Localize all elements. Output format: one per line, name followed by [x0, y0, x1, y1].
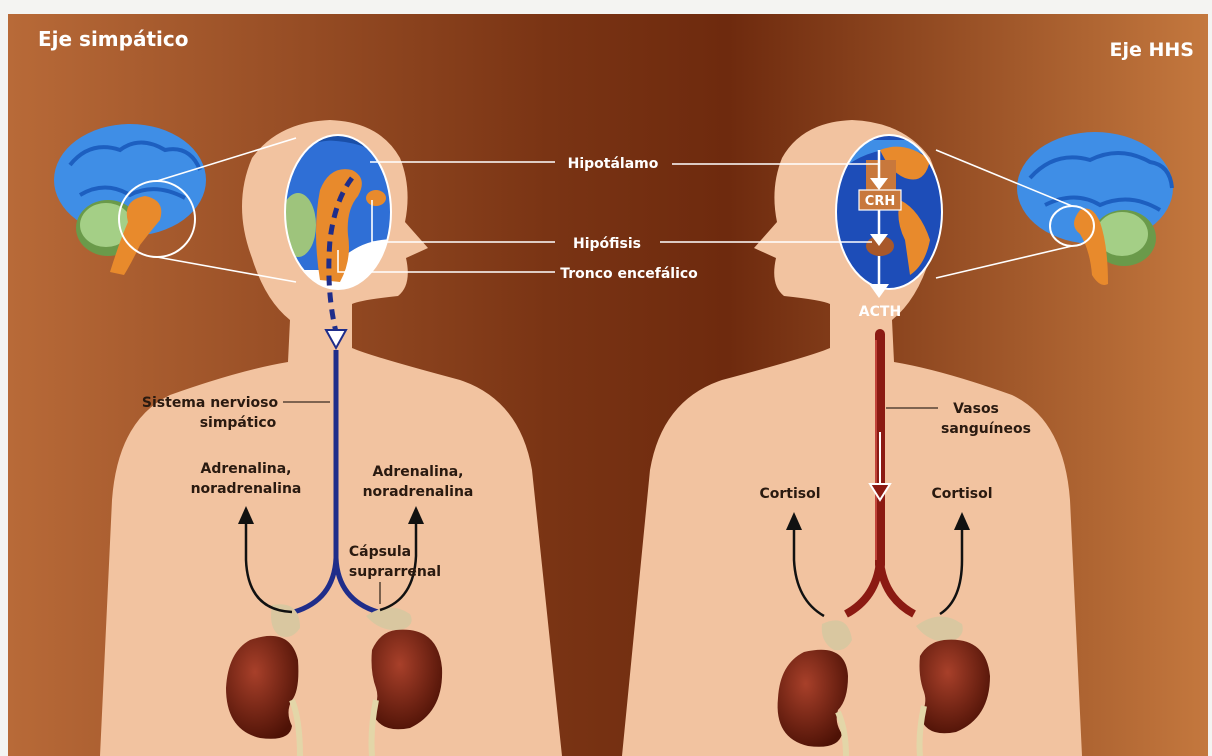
adrenalina-right-label-1: Adrenalina, [373, 464, 464, 480]
left-title: Eje simpático [38, 27, 188, 51]
adrenalina-right-label-2: noradrenalina [363, 484, 474, 500]
hipotalamo-label: Hipotálamo [568, 156, 659, 172]
vasos-label-2: sanguíneos [941, 421, 1031, 437]
adrenalina-left-label-1: Adrenalina, [201, 461, 292, 477]
capsula-label-2: suprarrenal [349, 564, 441, 580]
right-title: Eje HHS [1110, 39, 1194, 61]
crh-label: CRH [865, 194, 895, 209]
capsula-label-1: Cápsula [349, 544, 411, 560]
acth-label: ACTH [859, 304, 901, 320]
tronco-encefalico-label: Tronco encefálico [560, 266, 698, 282]
sistema-nervioso-label-1: Sistema nervioso [142, 395, 279, 411]
vasos-label-1: Vasos [953, 401, 999, 417]
hipofisis-label: Hipófisis [573, 236, 641, 252]
adrenalina-left-label-2: noradrenalina [191, 481, 302, 497]
cortisol-right-label: Cortisol [931, 486, 992, 502]
cortisol-left-label: Cortisol [759, 486, 820, 502]
sistema-nervioso-label-2: simpático [200, 415, 277, 431]
